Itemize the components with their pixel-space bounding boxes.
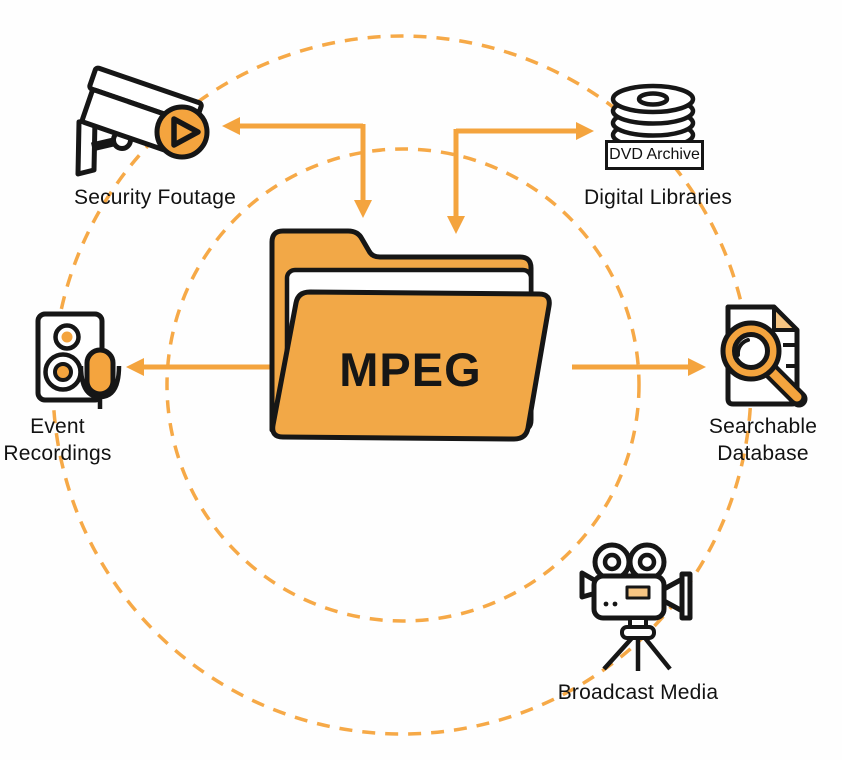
speaker-mic-icon: [35, 311, 122, 409]
tripod: [602, 616, 672, 671]
arrow-to-searchable-database: [572, 358, 706, 376]
arrowhead-left: [222, 117, 240, 135]
folder-front: [270, 289, 552, 442]
arrowhead-down: [447, 216, 465, 234]
page-fold: [772, 305, 799, 332]
label-line: Event: [30, 415, 85, 438]
security-camera-icon: [75, 65, 210, 177]
label-broadcast-media: Broadcast Media: [557, 681, 719, 704]
arrow-to-event-recordings: [126, 358, 278, 376]
label-event-recordings: Event Recordings: [0, 413, 115, 467]
arrowhead-right: [576, 122, 594, 140]
arrowhead-left: [126, 358, 144, 376]
label-searchable-database: Searchable Database: [683, 413, 842, 467]
mpeg-folder-icon: [269, 228, 552, 442]
label-security-footage: Security Foutage: [74, 186, 236, 209]
label-line: Recordings: [3, 442, 112, 465]
arrowhead-down: [354, 200, 372, 218]
label-line: Searchable: [708, 415, 818, 438]
center-label: MPEG: [339, 342, 482, 396]
film-camera-icon: [579, 542, 693, 671]
document-search-icon: [720, 304, 808, 408]
magnifier-icon: [720, 320, 808, 408]
label-digital-libraries: Digital Libraries: [583, 186, 733, 209]
label-line: Database: [717, 442, 809, 465]
microphone-icon: [78, 347, 122, 409]
arrowhead-right: [688, 358, 706, 376]
arrow-to-digital-and-folder: [447, 122, 594, 234]
dvd-archive-badge: DVD Archive: [605, 140, 704, 170]
dvd-stack-icon: [610, 83, 696, 150]
inner-dashed-circle: [165, 147, 641, 623]
play-button-icon: [154, 104, 210, 160]
arrow-to-security-and-folder: [222, 117, 372, 218]
